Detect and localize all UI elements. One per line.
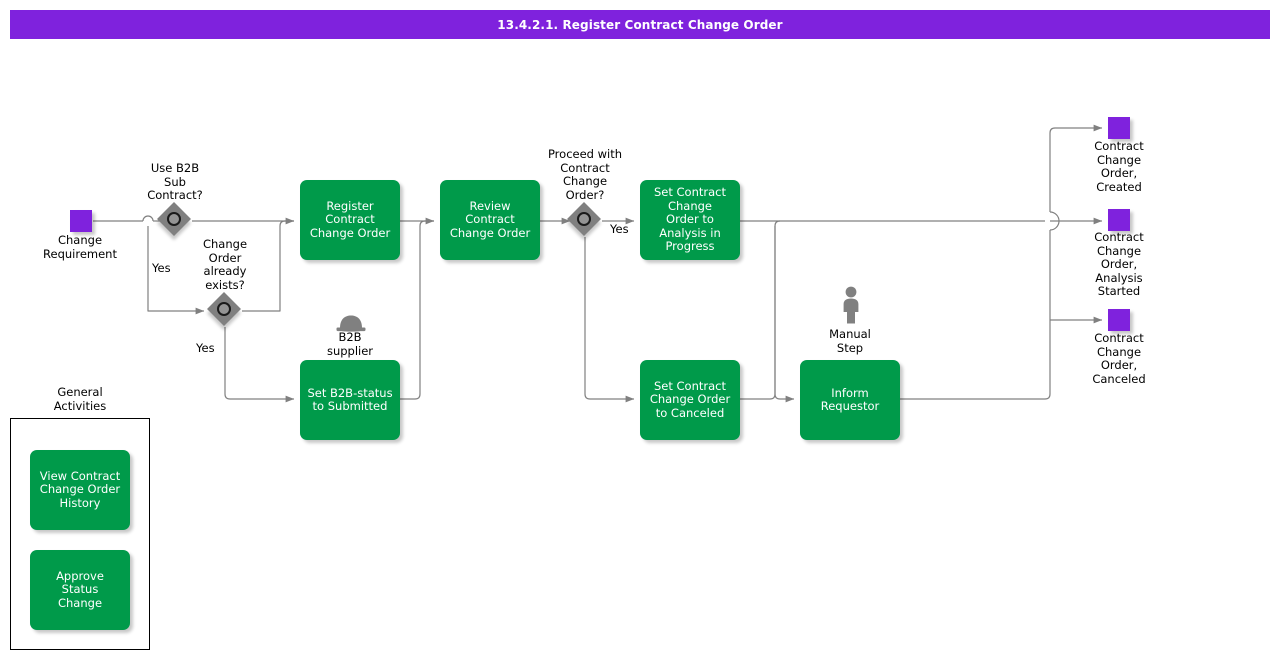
end-event-contract-change-order-analysis-started-label: Contract Change Order, Analysis Started: [1094, 230, 1144, 298]
gateway-change-order-already-exists-label: Change Order already exists?: [202, 237, 248, 292]
event-square-icon: [1108, 117, 1130, 139]
task-register-contract-change-order[interactable]: Register Contract Change Order: [300, 180, 400, 260]
task-approve-status-change[interactable]: Approve Status Change: [30, 550, 130, 630]
event-square-icon: [1108, 209, 1130, 231]
end-event-contract-change-order-created-label: Contract Change Order, Created: [1094, 139, 1144, 194]
gateway-proceed-with-contract-change-order[interactable]: [567, 202, 602, 237]
flow-label-yes-gateway-2: Yes: [196, 341, 215, 355]
gateway-use-b2b-sub-contract-label: Use B2B Sub Contract?: [147, 161, 203, 202]
task-view-contract-change-order-history[interactable]: View Contract Change Order History: [30, 450, 130, 530]
task-set-contract-change-order-to-canceled[interactable]: Set Contract Change Order to Canceled: [640, 360, 740, 440]
event-square-icon: [1108, 309, 1130, 331]
manual-step-label: Manual Step: [829, 327, 871, 355]
b2b-supplier-icon: [334, 312, 368, 338]
task-label: Set Contract Change Order to Analysis in…: [653, 185, 726, 254]
task-label: Inform Requestor: [820, 385, 880, 413]
general-activities-title: General Activities: [53, 385, 107, 413]
task-label: Register Contract Change Order: [309, 198, 391, 240]
flow-label-yes-gateway-3: Yes: [610, 222, 629, 236]
task-set-b2b-status-to-submitted[interactable]: Set B2B-status to Submitted: [300, 360, 400, 440]
manual-step-icon: [838, 286, 864, 330]
start-event-change-requirement-label: Change Requirement: [43, 233, 117, 261]
event-square-icon: [70, 210, 92, 232]
page-title: 13.4.2.1. Register Contract Change Order: [497, 17, 783, 32]
gateway-proceed-with-contract-change-order-label: Proceed with Contract Change Order?: [547, 147, 623, 202]
b2b-supplier-label: B2B supplier: [326, 330, 374, 358]
title-bar: 13.4.2.1. Register Contract Change Order: [10, 10, 1270, 39]
task-label: View Contract Change Order History: [39, 468, 121, 510]
task-set-contract-change-order-to-analysis-in-progress[interactable]: Set Contract Change Order to Analysis in…: [640, 180, 740, 260]
flow-label-yes-gateway-1: Yes: [152, 261, 171, 275]
task-review-contract-change-order[interactable]: Review Contract Change Order: [440, 180, 540, 260]
gateway-ring-icon: [167, 212, 181, 226]
gateway-ring-icon: [577, 212, 591, 226]
end-event-contract-change-order-canceled[interactable]: [1108, 309, 1130, 331]
end-event-contract-change-order-created[interactable]: [1108, 117, 1130, 139]
end-event-contract-change-order-canceled-label: Contract Change Order, Canceled: [1092, 331, 1146, 386]
end-event-contract-change-order-analysis-started[interactable]: [1108, 209, 1130, 231]
task-inform-requestor[interactable]: Inform Requestor: [800, 360, 900, 440]
gateway-use-b2b-sub-contract[interactable]: [157, 202, 192, 237]
gateway-ring-icon: [217, 302, 231, 316]
task-label: Set B2B-status to Submitted: [307, 385, 393, 413]
start-event-change-requirement[interactable]: [70, 210, 92, 232]
gateway-change-order-already-exists[interactable]: [207, 292, 242, 327]
task-label: Review Contract Change Order: [449, 198, 531, 240]
general-activities-group: [10, 418, 150, 650]
task-label: Set Contract Change Order to Canceled: [649, 378, 731, 420]
task-label: Approve Status Change: [56, 568, 104, 610]
